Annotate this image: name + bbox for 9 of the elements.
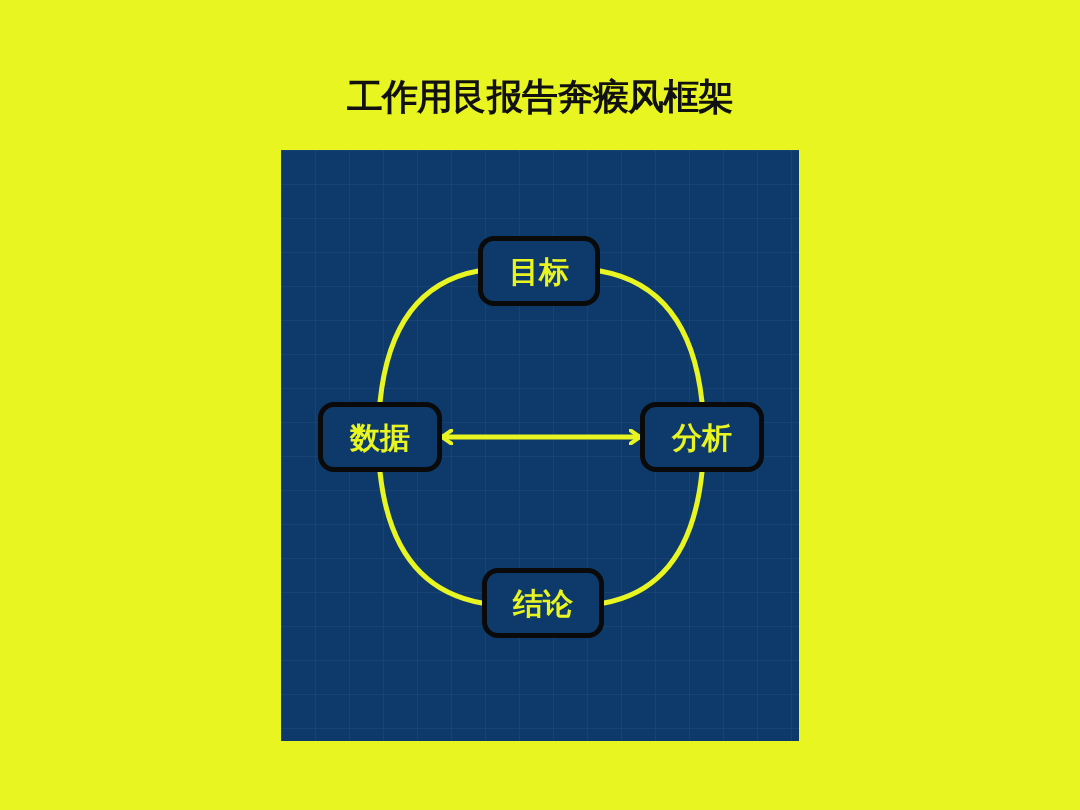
rounded-box bbox=[318, 402, 442, 472]
node-label: 数据 bbox=[350, 418, 410, 457]
node-label: 目标 bbox=[509, 252, 569, 291]
title: 工作用艮报告奔瘊风框架 bbox=[346, 75, 734, 119]
rounded-box bbox=[478, 236, 600, 306]
rounded-box bbox=[640, 402, 764, 472]
node-label: 结论 bbox=[513, 584, 573, 623]
node-label: 分析 bbox=[672, 418, 732, 457]
rounded-box bbox=[482, 568, 604, 638]
